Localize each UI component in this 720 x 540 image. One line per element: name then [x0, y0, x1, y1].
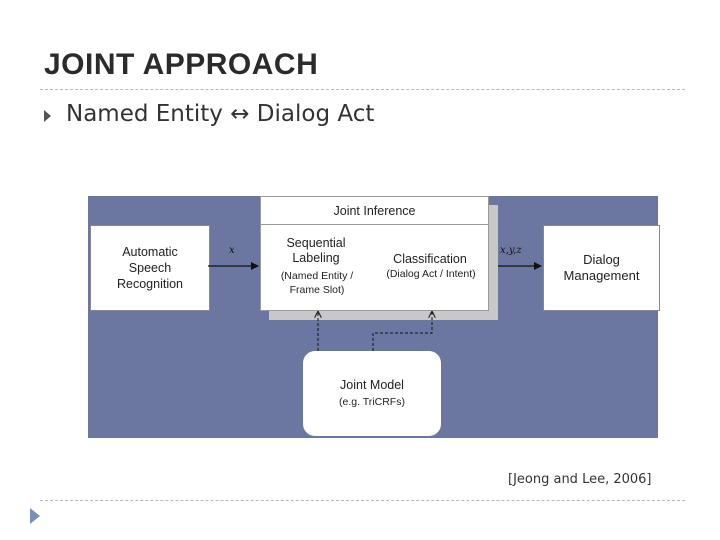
citation: [Jeong and Lee, 2006]: [508, 472, 652, 487]
bullet-text: Named Entity ↔ Dialog Act: [66, 101, 375, 127]
xyz-label: x,y,z: [500, 245, 522, 256]
sequential-labeling-label: Sequential Labeling: [286, 236, 346, 265]
x-label: x: [229, 245, 235, 256]
title-divider: [40, 89, 685, 90]
joint-model-sub: (e.g. TriCRFs): [339, 395, 405, 408]
corner-triangle-icon: [30, 508, 40, 524]
dialog-management-label: Dialog Management: [563, 252, 640, 283]
slide-title: JOINT APPROACH: [44, 48, 319, 81]
sequential-labeling-sub: (Named Entity / Frame Slot): [280, 270, 354, 296]
classification-label: Classification: [393, 252, 467, 266]
joint-model-box: Joint Model (e.g. TriCRFs): [303, 351, 441, 436]
bullet-arrow-icon: [44, 110, 51, 122]
dialog-management-box: Dialog Management: [543, 225, 660, 311]
asr-label: Automatic Speech Recognition: [116, 245, 183, 291]
asr-box: Automatic Speech Recognition: [90, 225, 210, 311]
dashed-model-to-classification: [372, 312, 432, 351]
classification-sub: (Dialog Act / Intent): [386, 268, 476, 280]
joint-model-label: Joint Model: [340, 377, 404, 392]
footer-divider: [40, 500, 685, 501]
joint-inference-box: Joint Inference: [260, 196, 489, 311]
joint-inference-title: Joint Inference: [261, 197, 488, 225]
